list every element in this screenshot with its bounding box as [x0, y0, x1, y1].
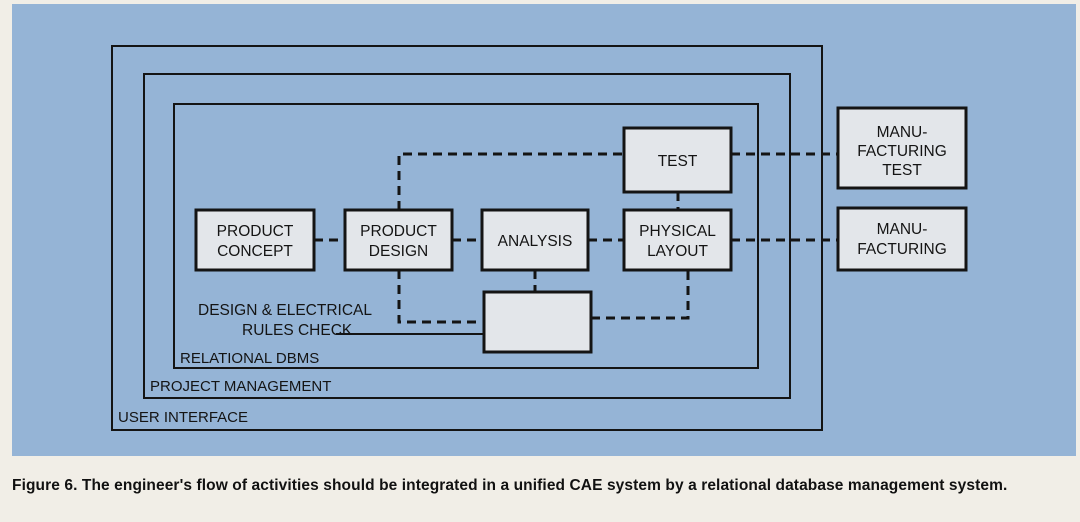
- box-rules-check: [482, 290, 593, 354]
- dashed-connectors: [314, 152, 838, 324]
- box-manufacturing-test-line-2: FACTURING: [857, 143, 947, 160]
- box-physical-layout: PHYSICAL LAYOUT: [622, 208, 733, 272]
- box-manufacturing-test: MANU- FACTURING TEST: [836, 106, 968, 190]
- box-analysis: ANALYSIS: [480, 208, 590, 272]
- relational-dbms-layer: [173, 103, 759, 369]
- diagram-svg: PRODUCT CONCEPT PRODUCT DESIGN ANALYSIS …: [111, 45, 968, 431]
- box-analysis-line-1: ANALYSIS: [498, 233, 573, 250]
- box-test-line-1: TEST: [658, 153, 698, 170]
- box-manufacturing: MANU- FACTURING: [836, 206, 968, 272]
- box-manufacturing-test-line-3: TEST: [882, 162, 922, 179]
- connector-design-check: [397, 270, 482, 324]
- project-management-label: PROJECT MANAGEMENT: [150, 378, 331, 395]
- connector-design-test: [397, 152, 624, 210]
- box-manufacturing-line-2: FACTURING: [857, 241, 947, 258]
- box-physical-layout-line-1: PHYSICAL: [639, 223, 716, 240]
- box-product-design-line-1: PRODUCT: [360, 223, 437, 240]
- box-product-design-line-2: DESIGN: [369, 243, 428, 260]
- annotation-line-1: DESIGN & ELECTRICAL: [198, 302, 372, 319]
- box-product-concept-line-1: PRODUCT: [217, 223, 294, 240]
- connector-check-layout: [591, 270, 690, 320]
- box-test: TEST: [622, 126, 733, 194]
- box-physical-layout-line-2: LAYOUT: [647, 243, 708, 260]
- box-product-design: PRODUCT DESIGN: [343, 208, 454, 272]
- relational-dbms-label: RELATIONAL DBMS: [180, 350, 319, 367]
- user-interface-label: USER INTERFACE: [118, 409, 248, 426]
- box-product-concept-line-2: CONCEPT: [217, 243, 293, 260]
- figure-caption: Figure 6. The engineer's flow of activit…: [12, 477, 1008, 494]
- box-product-concept: PRODUCT CONCEPT: [194, 208, 316, 272]
- box-manufacturing-line-1: MANU-: [877, 221, 928, 238]
- annotation-line-2: RULES CHECK: [242, 322, 353, 339]
- diagram-panel: PRODUCT CONCEPT PRODUCT DESIGN ANALYSIS …: [12, 4, 1076, 456]
- user-interface-layer: [111, 45, 823, 431]
- box-manufacturing-test-line-1: MANU-: [877, 124, 928, 141]
- project-management-layer: [143, 73, 791, 399]
